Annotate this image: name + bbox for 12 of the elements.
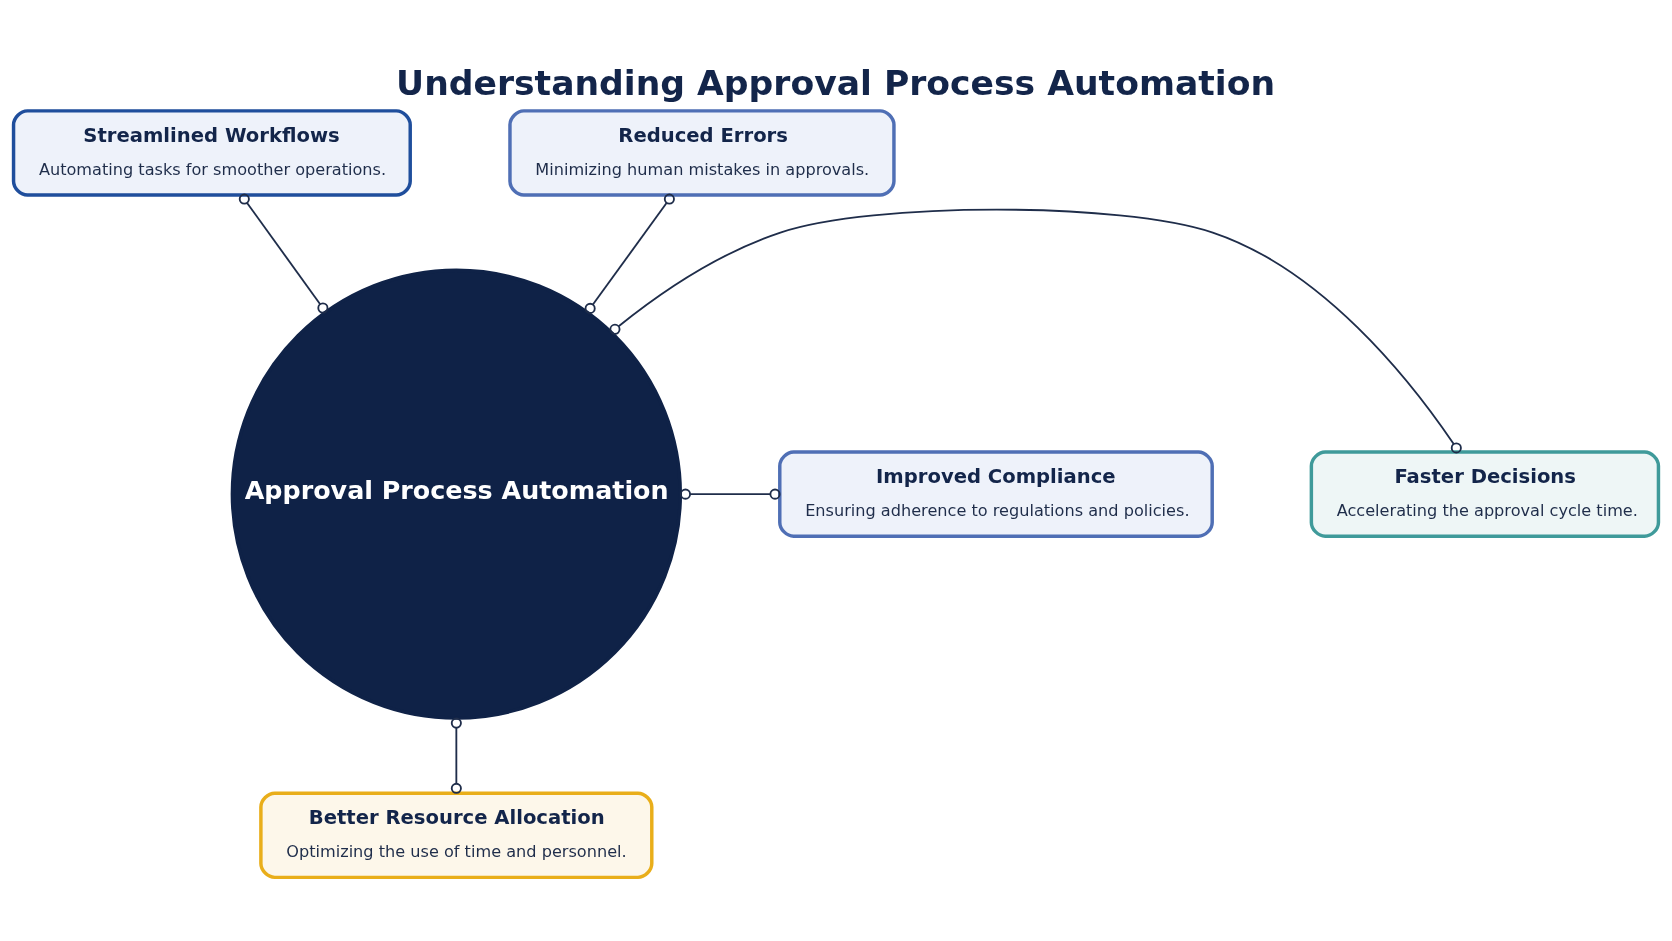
node-box: Improved Compliance Ensuring adherence to regulations and policies.: [778, 450, 1214, 538]
diagram-title: Understanding Approval Process Automation: [396, 62, 1276, 103]
connector: [679, 488, 781, 500]
connector: [584, 193, 675, 314]
node-circle: Approval Process Automation: [230, 268, 683, 720]
connector: [609, 208, 1462, 454]
connector: [238, 193, 329, 314]
node-box: Streamlined Workflows Automating tasks for smoother operations.: [11, 109, 412, 197]
node-box: Reduced Errors Minimizing human mistakes in approvals.: [508, 109, 896, 197]
connector: [450, 717, 462, 794]
node-box: Better Resource Allocation Optimizing the use of time and personnel.: [259, 791, 654, 880]
node-box: Faster Decisions Accelerating the approval cycle time.: [1309, 450, 1661, 538]
